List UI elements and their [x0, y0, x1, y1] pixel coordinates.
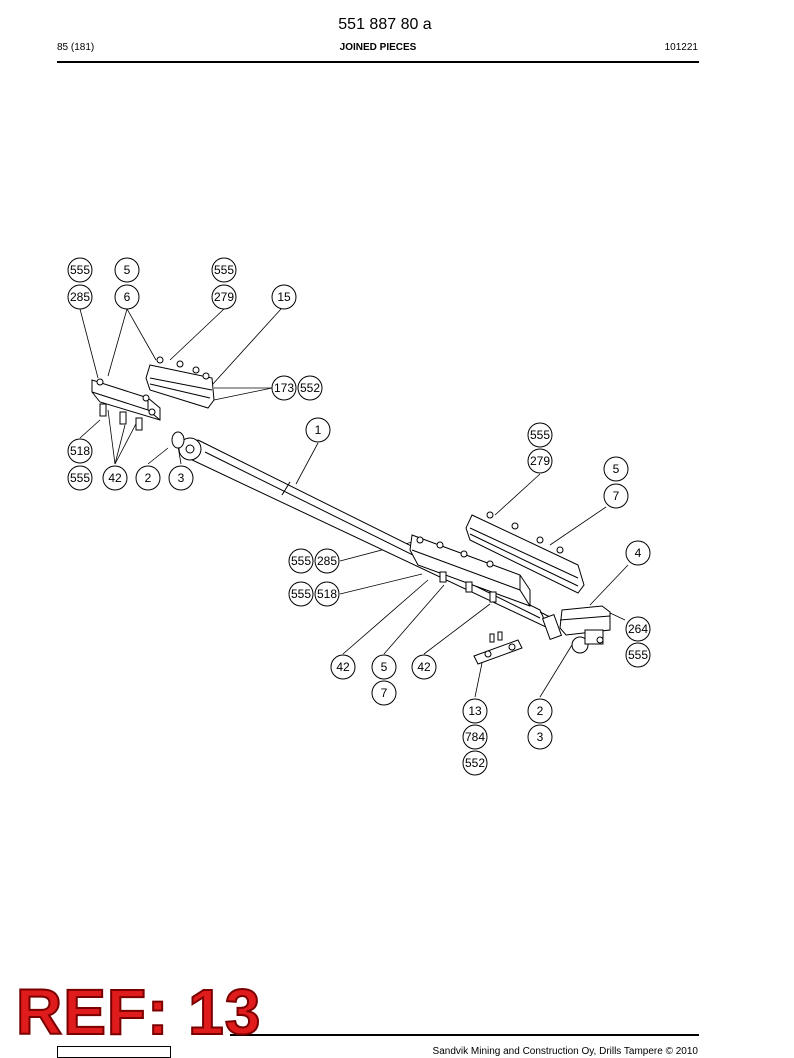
item-balloon: 555: [67, 465, 93, 491]
upper-right-rail: [465, 511, 585, 594]
footer-copyright: Sandvik Mining and Construction Oy, Dril…: [432, 1046, 698, 1057]
svg-text:555: 555: [628, 648, 648, 662]
item-balloon: 2: [135, 465, 161, 491]
svg-text:279: 279: [530, 454, 550, 468]
item-balloon: 42: [102, 465, 128, 491]
svg-text:285: 285: [317, 554, 337, 568]
item-balloon: 552: [297, 375, 323, 401]
left-clamp: [91, 378, 161, 431]
svg-text:2: 2: [145, 471, 152, 485]
footer-divider: [230, 1034, 699, 1036]
item-balloon: 555: [288, 581, 314, 607]
item-balloon: 1: [305, 417, 331, 443]
item-balloon: 285: [314, 548, 340, 574]
item-balloon: 15: [271, 284, 297, 310]
item-balloon: 3: [527, 724, 553, 750]
item-balloon: 42: [330, 654, 356, 680]
item-balloon: 784: [462, 724, 488, 750]
svg-text:5: 5: [124, 263, 131, 277]
svg-text:173: 173: [274, 381, 294, 395]
small-block-part: [473, 631, 523, 665]
item-balloon: 2: [527, 698, 553, 724]
svg-text:3: 3: [178, 471, 185, 485]
svg-text:42: 42: [108, 471, 122, 485]
svg-text:279: 279: [214, 290, 234, 304]
item-balloon: 279: [211, 284, 237, 310]
svg-text:3: 3: [537, 730, 544, 744]
item-balloon: 555: [625, 642, 651, 668]
item-balloon: 555: [67, 257, 93, 283]
svg-text:555: 555: [530, 428, 550, 442]
page-title: JOINED PIECES: [339, 42, 417, 53]
item-balloon: 173: [271, 375, 297, 401]
item-balloon: 4: [625, 540, 651, 566]
item-balloon: 555: [211, 257, 237, 283]
item-balloon: 6: [114, 284, 140, 310]
svg-text:7: 7: [381, 686, 388, 700]
svg-text:552: 552: [465, 756, 485, 770]
svg-text:2: 2: [537, 704, 544, 718]
leader-lines: [79, 308, 629, 698]
cylinder-tube: [171, 431, 563, 641]
svg-text:552: 552: [300, 381, 320, 395]
right-end-bracket: [559, 605, 611, 654]
svg-text:264: 264: [628, 622, 648, 636]
middle-clamp: [409, 534, 531, 607]
svg-text:518: 518: [70, 444, 90, 458]
item-balloon: 518: [67, 438, 93, 464]
item-balloon: 518: [314, 581, 340, 607]
svg-text:5: 5: [613, 462, 620, 476]
item-balloon: 42: [411, 654, 437, 680]
svg-text:42: 42: [336, 660, 350, 674]
svg-text:285: 285: [70, 290, 90, 304]
reference-stamp: REF: 13: [15, 976, 262, 1048]
svg-text:555: 555: [291, 587, 311, 601]
document-code: 101221: [664, 42, 698, 53]
item-balloon: 7: [603, 483, 629, 509]
svg-text:15: 15: [277, 290, 291, 304]
header-divider: [57, 61, 699, 63]
item-balloon: 13: [462, 698, 488, 724]
svg-text:555: 555: [291, 554, 311, 568]
item-balloon: 279: [527, 448, 553, 474]
item-balloon: 264: [625, 616, 651, 642]
svg-text:784: 784: [465, 730, 485, 744]
item-balloon: 5: [603, 456, 629, 482]
item-balloon: 3: [168, 465, 194, 491]
svg-text:7: 7: [613, 489, 620, 503]
item-balloon: 555: [527, 422, 553, 448]
item-balloon: 5: [371, 654, 397, 680]
svg-text:555: 555: [70, 263, 90, 277]
svg-text:4: 4: [635, 546, 642, 560]
svg-text:555: 555: [214, 263, 234, 277]
svg-text:6: 6: [124, 290, 131, 304]
item-balloon: 7: [371, 680, 397, 706]
svg-text:5: 5: [381, 660, 388, 674]
svg-text:42: 42: [417, 660, 431, 674]
upper-left-rail: [145, 356, 215, 409]
document-number: 551 887 80 a: [338, 16, 432, 33]
svg-text:518: 518: [317, 587, 337, 601]
item-balloon: 552: [462, 750, 488, 776]
item-balloon: 285: [67, 284, 93, 310]
svg-text:1: 1: [315, 423, 322, 437]
svg-text:13: 13: [468, 704, 482, 718]
svg-text:555: 555: [70, 471, 90, 485]
item-balloon: 555: [288, 548, 314, 574]
item-balloon: 5: [114, 257, 140, 283]
page-indicator: 85 (181): [57, 42, 95, 53]
